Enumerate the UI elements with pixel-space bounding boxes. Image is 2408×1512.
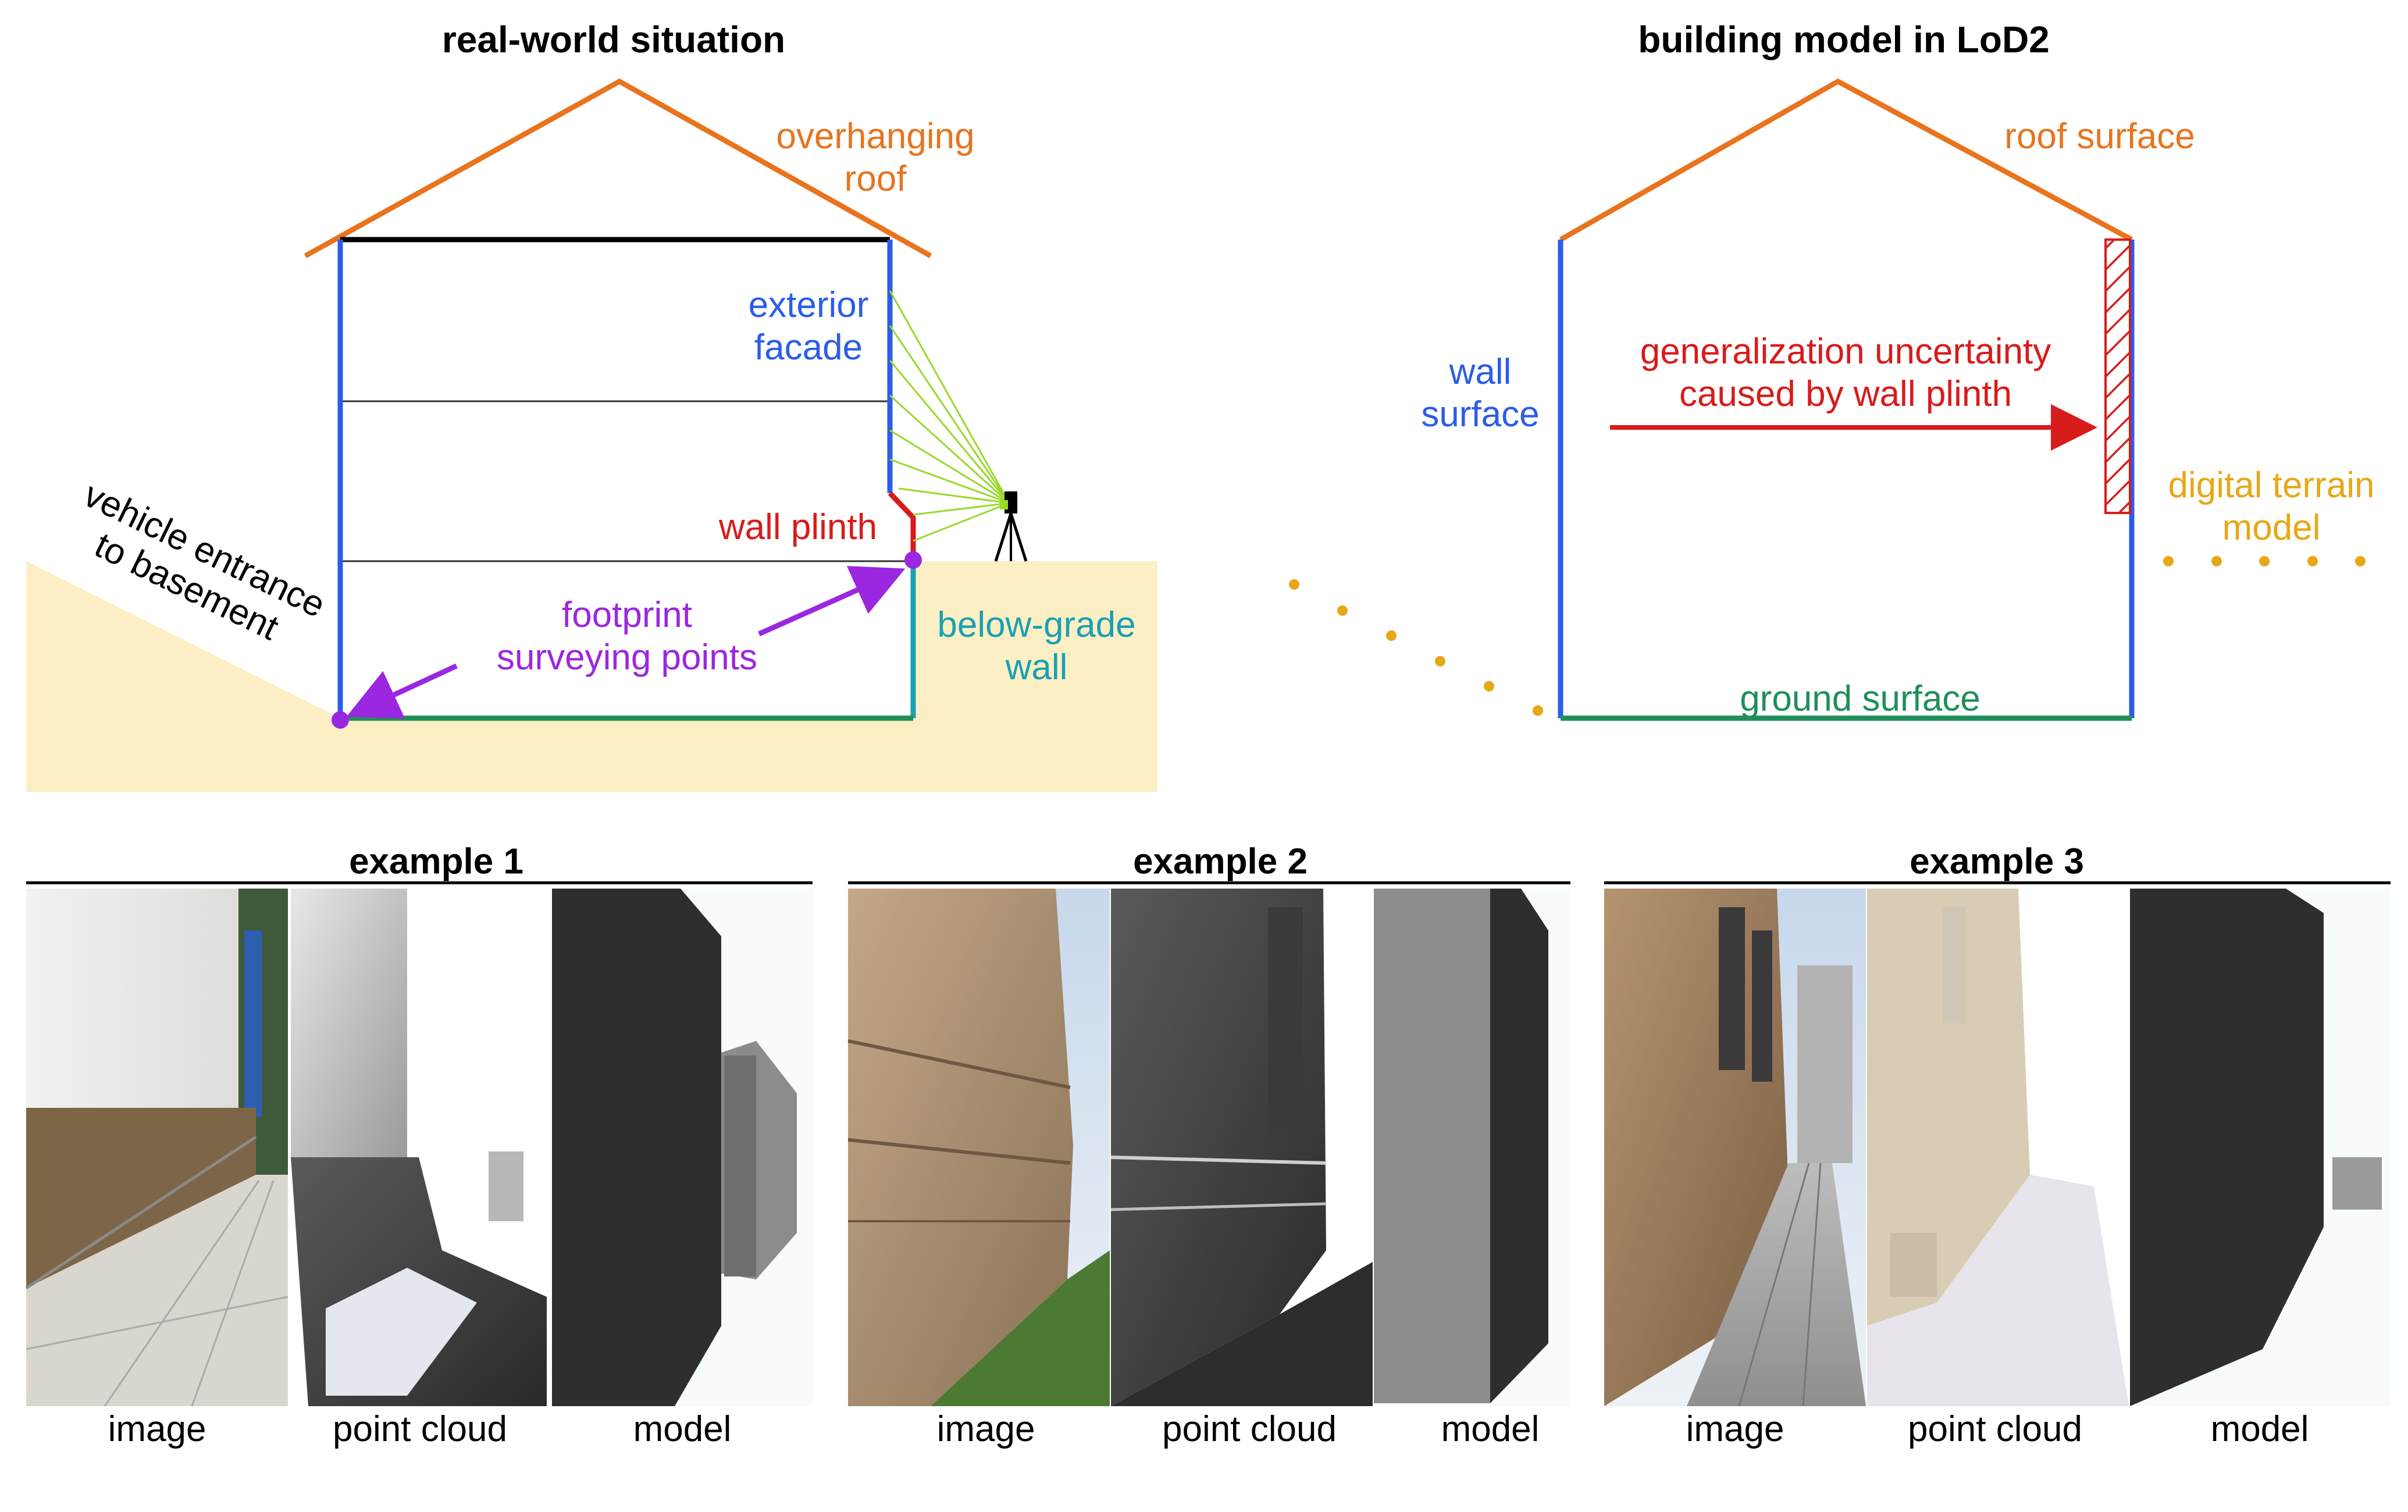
below-grade-label-1: below-grade [937, 605, 1135, 645]
terrain-dots [1289, 556, 2366, 716]
example-2: example 2 image point cloud model [847, 841, 1570, 1449]
example-3-model [2130, 889, 2391, 1406]
wall-surface-label-1: wall [1449, 352, 1512, 392]
footprint-point-right [904, 551, 922, 569]
example-3: example 3 image point cloud model [1604, 841, 2391, 1449]
right-panel-title: building model in LoD2 [1638, 19, 2050, 60]
digital-terrain-label-1: digital terrain [2168, 465, 2375, 505]
example-3-label-point-cloud: point cloud [1908, 1409, 2082, 1449]
lod2-diagram: building model in LoD2 roof surface wall… [1289, 19, 2375, 721]
footprint-label-1: footprint [562, 595, 692, 635]
example-1-image [25, 889, 288, 1407]
example-2-image [847, 889, 1110, 1406]
example-1-model [552, 889, 813, 1406]
example-2-label-model: model [1441, 1409, 1540, 1449]
generalization-label-1: generalization uncertainty [1640, 331, 2051, 372]
footprint-label-2: surveying points [497, 637, 757, 677]
example-1-point-cloud [289, 889, 551, 1406]
overhanging-roof-label-1: overhanging [776, 116, 974, 156]
wall-plinth-label: wall plinth [718, 507, 877, 547]
example-1-title: example 1 [349, 841, 523, 882]
ground-surface-label: ground surface [1740, 679, 1980, 719]
example-1-label-point-cloud: point cloud [333, 1409, 507, 1449]
example-3-image [1604, 889, 1866, 1407]
example-2-label-point-cloud: point cloud [1162, 1409, 1337, 1449]
wall-surface-label-2: surface [1421, 394, 1539, 434]
footprint-arrow-left [346, 663, 458, 719]
roof-surface-line [1559, 78, 2133, 242]
example-1-label-model: model [633, 1409, 732, 1449]
example-1: example 1 image point cloud [25, 841, 813, 1449]
roof-surface-label: roof surface [2004, 116, 2195, 156]
example-2-point-cloud [1110, 889, 1373, 1406]
digital-terrain-label-2: model [2222, 508, 2321, 548]
exterior-facade-label-2: facade [754, 327, 863, 368]
wall-plinth-line [888, 491, 916, 559]
overhanging-roof-label-2: roof [845, 159, 907, 199]
left-panel-title: real-world situation [442, 19, 785, 60]
example-1-label-image: image [108, 1409, 206, 1449]
example-2-model [1374, 889, 1570, 1406]
overhanging-roof-line [304, 78, 932, 258]
real-world-diagram: real-world situation [26, 19, 1157, 792]
example-3-label-image: image [1686, 1409, 1784, 1449]
uncertainty-hatch [2104, 238, 2131, 514]
generalization-label-2: caused by wall plinth [1679, 374, 2012, 414]
example-2-title: example 2 [1133, 841, 1308, 882]
below-grade-label-2: wall [1005, 647, 1068, 687]
laser-scanner-icon [994, 491, 1028, 562]
footprint-point-left [332, 711, 349, 729]
example-2-label-image: image [937, 1409, 1035, 1449]
example-3-label-model: model [2211, 1409, 2309, 1449]
exterior-facade-label-1: exterior [749, 285, 869, 325]
footprint-arrow-right [758, 566, 906, 637]
example-3-point-cloud [1867, 889, 2129, 1406]
scan-rays [889, 290, 1010, 542]
ground-soil [26, 561, 1157, 792]
example-3-title: example 3 [1910, 841, 2084, 882]
